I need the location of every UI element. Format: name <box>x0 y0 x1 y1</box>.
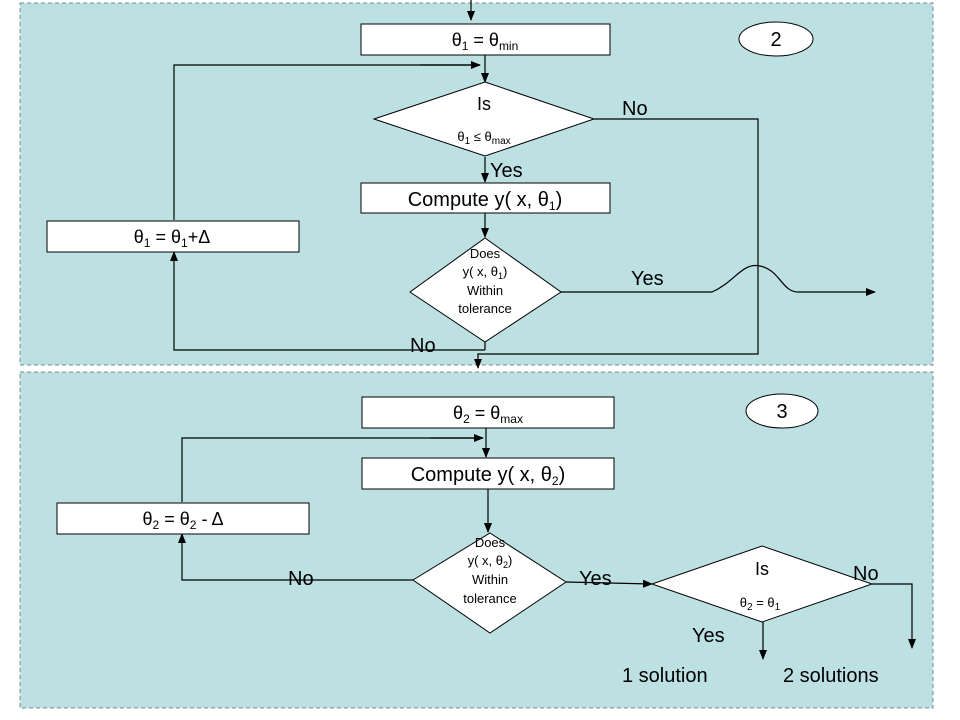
theta2-decrement-label: θ2 = θ2 - Δ <box>143 509 224 532</box>
is-no-path <box>474 118 759 369</box>
theta1-increment-box <box>46 220 300 253</box>
theta2-init-box <box>361 396 615 429</box>
tolerance-2-decision <box>412 532 567 634</box>
is-theta1-line2: θ1 ≤ θmax <box>457 129 510 147</box>
is-theta2-line2: θ2 = θ1 <box>740 595 781 613</box>
tol-yes-path <box>561 264 876 296</box>
compute-theta2-box <box>361 457 615 490</box>
tol2-yes-path <box>565 579 653 588</box>
tolerance-1-decision <box>409 237 562 343</box>
tol-no-loop <box>170 251 485 351</box>
is-theta2-line1: Is <box>755 559 769 579</box>
is-yes-label: Yes <box>490 160 523 182</box>
eq-no-path <box>872 583 916 649</box>
two-solutions-label: 2 solutions <box>783 665 879 687</box>
theta1-increment-label: θ1 = θ1+Δ <box>134 227 210 250</box>
section-3-badge <box>745 393 819 429</box>
tolerance-2-line2: y( x, θ2) <box>468 553 513 570</box>
tol1-no-label: No <box>410 335 436 357</box>
one-solution-label: 1 solution <box>622 665 708 687</box>
theta2-decrement-box <box>56 502 310 535</box>
tolerance-1-line4: tolerance <box>458 301 511 316</box>
is-theta1-line1: Is <box>477 94 491 114</box>
tolerance-1-line1: Does <box>470 246 501 261</box>
theta2-init-label: θ2 = θmax <box>453 403 523 426</box>
section-2-badge <box>738 21 814 57</box>
decrement-loop <box>181 434 484 502</box>
is-theta2-equal-decision <box>650 545 874 623</box>
increment-loop <box>173 61 481 220</box>
tolerance-2-line4: tolerance <box>463 591 516 606</box>
compute-theta1-label: Compute y( x, θ1) <box>408 189 563 213</box>
eq-no-label: No <box>853 563 879 585</box>
tol1-yes-label: Yes <box>631 268 664 290</box>
compute-theta2-label: Compute y( x, θ2) <box>411 464 566 488</box>
tolerance-2-line1: Does <box>475 535 506 550</box>
theta1-init-label: θ1 = θmin <box>452 30 519 53</box>
tol2-no-path <box>178 533 413 581</box>
is-theta1-decision <box>372 81 596 157</box>
tolerance-2-line3: Within <box>472 572 508 587</box>
theta1-init-box <box>360 23 611 56</box>
tol2-no-label: No <box>288 568 314 590</box>
compute-theta1-box <box>360 182 611 214</box>
tolerance-1-line2: y( x, θ1) <box>463 264 508 281</box>
tolerance-1-line3: Within <box>467 283 503 298</box>
section-2-label: 2 <box>770 29 781 51</box>
eq-yes-label: Yes <box>692 625 725 647</box>
tol2-yes-label: Yes <box>579 568 612 590</box>
section-3-label: 3 <box>776 401 787 423</box>
is-no-label: No <box>622 98 648 120</box>
